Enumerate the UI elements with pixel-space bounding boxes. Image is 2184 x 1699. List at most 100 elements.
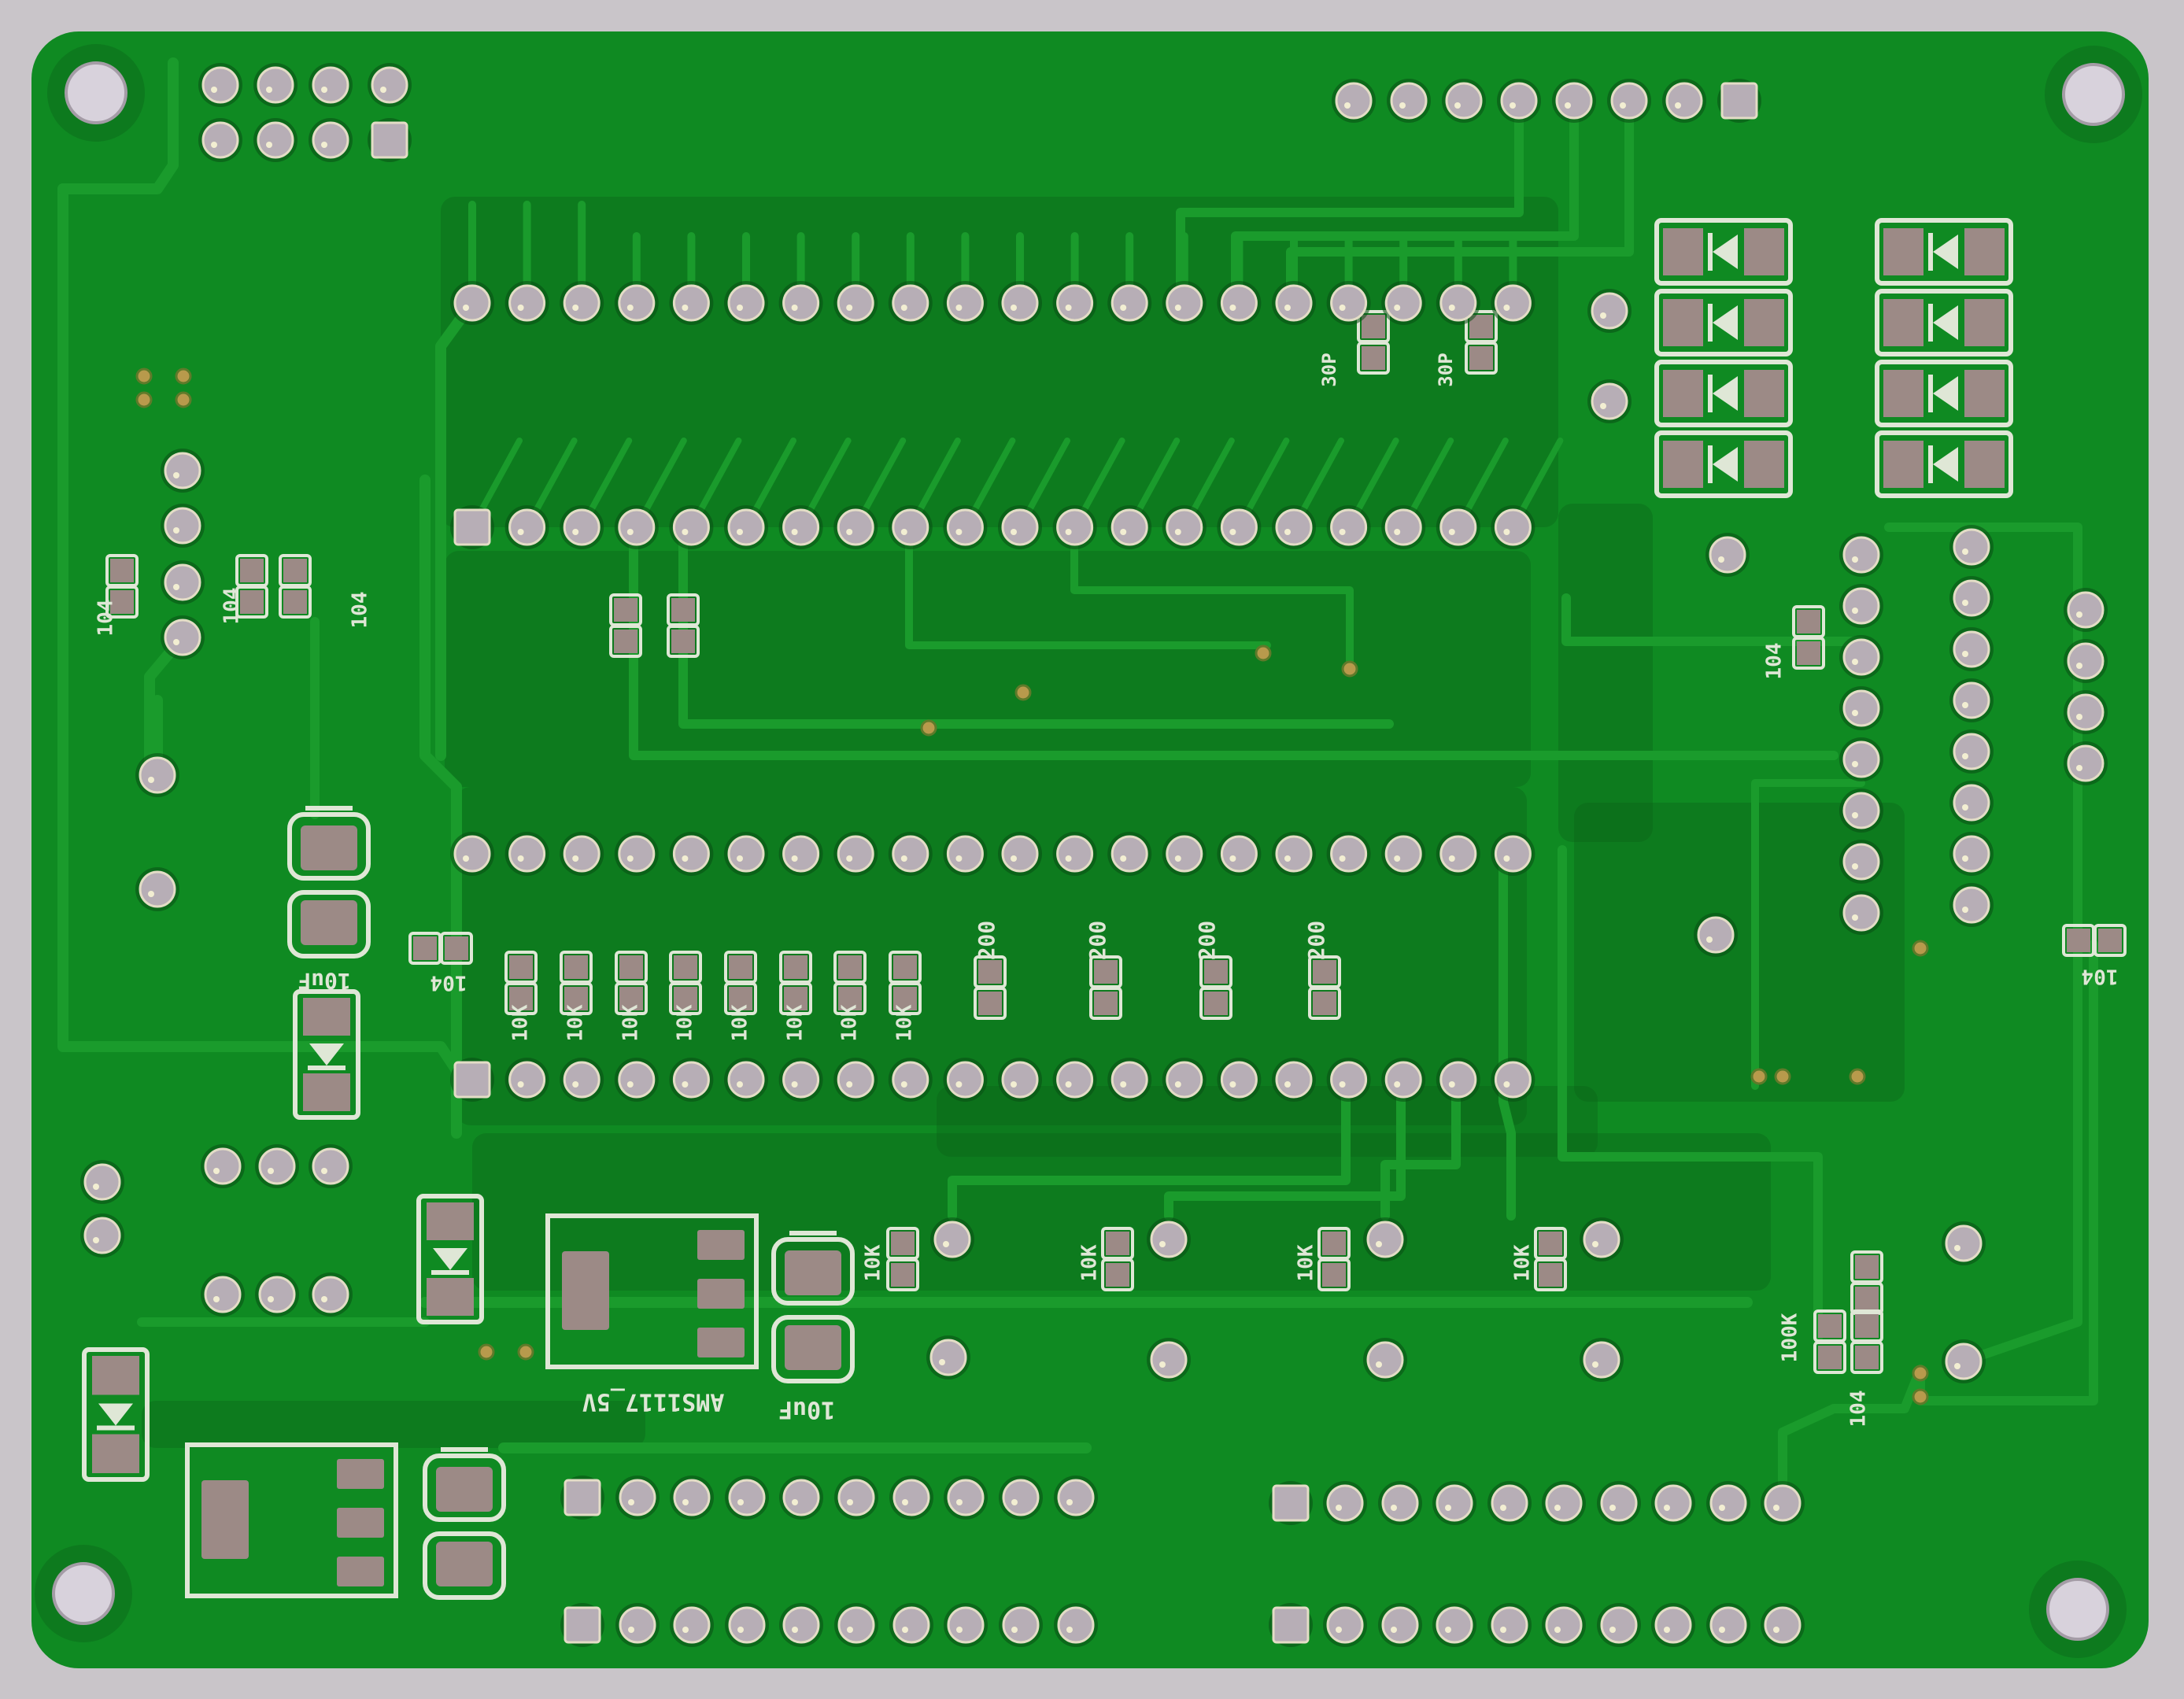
through-hole-pad [1583,1221,1620,1258]
silkscreen-label: 104 [220,588,244,625]
smd-pad [2098,929,2122,952]
header-1x8-top-pin [1665,82,1703,120]
pad-highlight [1773,1627,1779,1633]
pad-highlight [1600,312,1606,319]
smd-capacitor-resistor [1534,1227,1567,1291]
smd-capacitor-resistor [1813,1309,1846,1374]
copper-trace [1070,539,1354,665]
pad-highlight [268,1296,274,1302]
ic2-dip40-pin [1439,835,1477,873]
through-hole-pad [164,563,201,601]
diode-cathode-bar [1928,445,1933,483]
pad-highlight [1229,529,1236,535]
smd-pad-outline [1317,1258,1351,1291]
smd-pad [729,955,752,979]
diode-symbol-icon [1713,447,1738,482]
smd-diode-footprint [1654,360,1793,427]
pad-highlight [1448,855,1455,862]
ic1-dip40-pin [727,508,765,546]
pad-highlight [1445,1627,1451,1633]
diode-pad [92,1434,139,1473]
diode-pad [427,1278,474,1316]
ic2-dip40-pin [672,835,710,873]
smd-diode-footprint [1654,289,1793,356]
pad-highlight [173,527,179,534]
smd-diode-footprint [1875,289,2013,356]
silkscreen-label: 200 [1085,921,1110,961]
pad-highlight [628,1627,634,1633]
diode-pad [1663,299,1703,346]
pad-highlight [1773,1505,1779,1511]
ic1-dip40-pin [1384,284,1422,322]
pad-highlight [791,855,798,862]
header-1x8-top-pin [1390,82,1428,120]
silkscreen-label: 10K [564,1004,588,1041]
through-hole-pad [1945,1224,1983,1262]
smd-diode-footprint [1875,218,2013,286]
smd-pad-outline [1308,987,1341,1020]
diode-pad [92,1356,139,1395]
silkscreen-label: 10K [1511,1244,1535,1281]
pad-highlight [1675,102,1681,109]
ams1117-5v-regulator [545,1213,759,1369]
smd-capacitor-resistor [1792,605,1825,670]
pad-highlight [517,529,524,535]
smd-pad [564,955,588,979]
ic2-dip40-pin [1275,835,1313,873]
header-1x10-bottom-left-upper-pin [564,1479,601,1516]
diode-outline [1875,218,2013,286]
pad-highlight [1344,102,1351,109]
copper-trace [57,57,179,194]
diode-symbol-icon [309,1043,344,1066]
diode-pad [1883,228,1923,275]
header-1x10-bottom-right-upper-pin [1272,1484,1310,1522]
pad-highlight [1120,529,1127,535]
smd-pad [1106,1263,1129,1287]
pad-highlight [1394,1081,1401,1088]
ic2-dip40-pin [892,1061,929,1099]
pad-highlight [1284,1081,1291,1088]
pad-highlight [1376,1361,1382,1368]
ic2-dip40-pin [837,1061,874,1099]
ic1-dip40-pin [782,508,820,546]
ic3-pin [1953,886,1990,924]
smd-capacitor-resistor [235,554,268,619]
smd-pad [1855,1255,1879,1279]
smd-pad [1855,1346,1879,1369]
diode-symbol-icon [1713,376,1738,411]
pad-highlight [1391,1505,1397,1511]
pad-highlight [1454,102,1461,109]
through-hole-pad [258,1276,296,1313]
ic1-dip40-pin [1330,508,1368,546]
diode-cathode-bar [1708,233,1713,271]
ic1-dip40-pin [563,508,601,546]
header-1x10-bottom-left-upper-pin [728,1479,766,1516]
pad-highlight [1120,305,1127,311]
ic2-dip40-pin [1330,1061,1368,1099]
capacitor-outline [423,1453,506,1522]
pad-highlight [1962,600,1968,606]
header-1x10-bottom-left-lower-pin [728,1606,766,1644]
smd-pad [110,559,134,582]
smd-pad-outline [974,987,1007,1020]
smd-pad-outline [889,982,922,1015]
pad-highlight [943,1241,949,1247]
smd-pad [1362,346,1385,370]
copper-trace [948,1075,1351,1221]
copper-trace [1176,96,1524,308]
smd-pad-outline [1850,1282,1883,1315]
header-1x10-bottom-left-lower-pin [892,1606,930,1644]
copper-trace [1916,940,2098,1405]
silkscreen-label: 10K [862,1244,885,1281]
pad-highlight [1339,1081,1346,1088]
silkscreen-label: 10uF [778,1396,835,1424]
pad-highlight [1592,1361,1598,1368]
pad-highlight [956,1499,963,1505]
diode-cathode-bar [1928,304,1933,342]
header-2x4-top-left-pin [312,66,349,104]
capacitor-pad [785,1325,841,1370]
pad-highlight [900,1081,907,1088]
pad-highlight [213,1296,220,1302]
through-hole-pad [139,756,176,794]
ic1-dip40-pin [1166,508,1203,546]
